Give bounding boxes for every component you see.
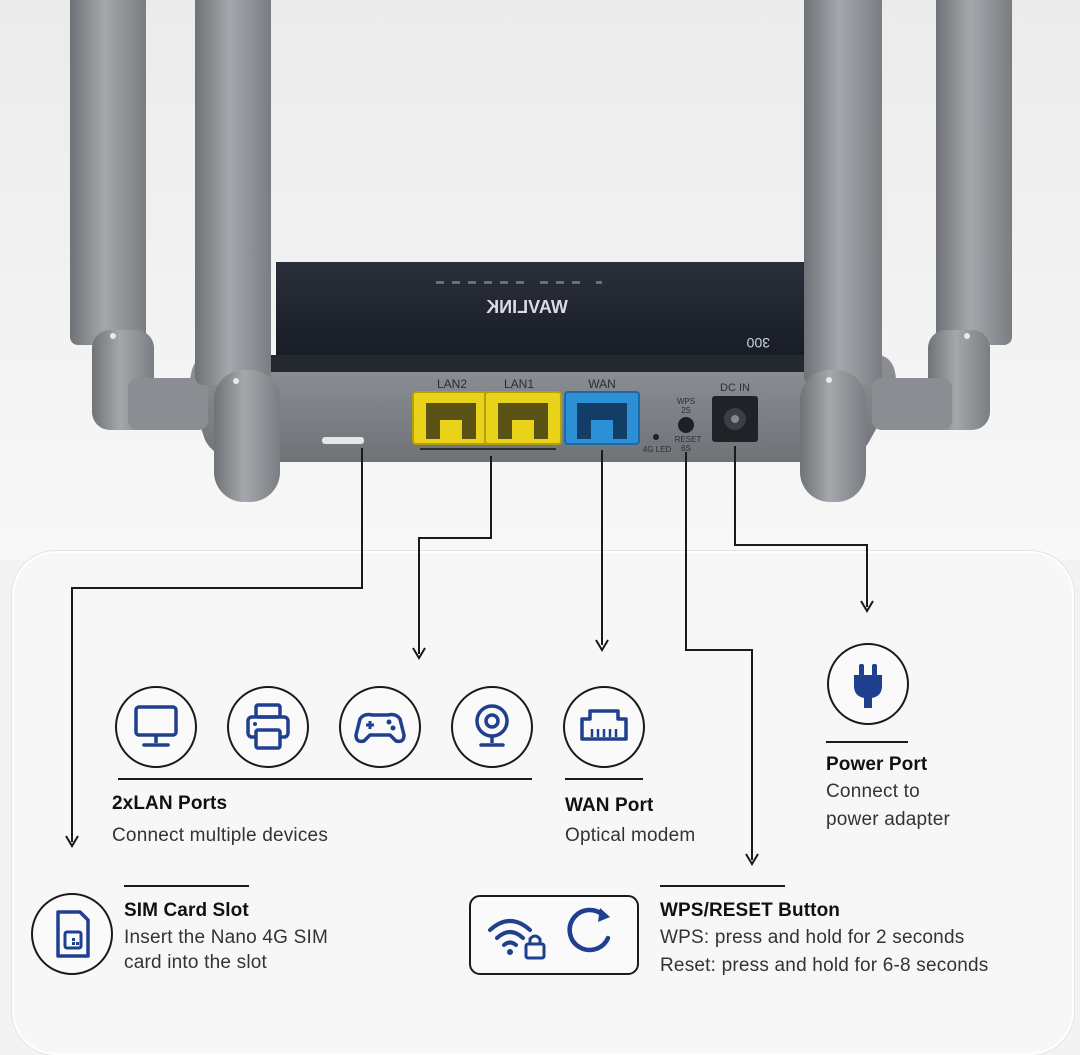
lan2-port <box>412 391 490 445</box>
antenna-left-inner <box>195 0 280 502</box>
gamepad-icon <box>339 686 421 768</box>
wps-icon-box <box>469 895 639 975</box>
sim-desc-line1: Insert the Nano 4G SIM <box>124 927 328 948</box>
dc-in-label: DC IN <box>720 382 750 394</box>
router-brand: WAVLINK <box>486 297 568 317</box>
power-desc-line1: Connect to <box>826 781 920 802</box>
sim-title: SIM Card Slot <box>124 900 249 921</box>
wps-time-label: 2S <box>681 406 691 415</box>
sim-card-slot <box>322 437 364 444</box>
monitor-icon <box>115 686 197 768</box>
webcam-icon <box>451 686 533 768</box>
lan-desc: Connect multiple devices <box>112 825 329 846</box>
wps-desc-line2: Reset: press and hold for 6-8 seconds <box>660 955 989 976</box>
dc-in-port <box>712 396 758 442</box>
lan1-label: LAN1 <box>504 377 534 391</box>
lan-title: 2xLAN Ports <box>112 793 228 814</box>
lan1-port <box>484 391 562 445</box>
wan-title: WAN Port <box>565 795 654 816</box>
wan-desc: Optical modem <box>565 825 696 846</box>
antenna-right-outer <box>872 0 1012 430</box>
wps-title: WPS/RESET Button <box>660 900 840 921</box>
led-label: 4G LED <box>643 445 672 454</box>
reset-time-label: 6S <box>681 444 691 453</box>
reset-arrow-icon <box>567 907 611 953</box>
wifi-lock-icon <box>488 919 532 947</box>
antenna-right-inner <box>800 0 882 502</box>
wps-reset-button <box>678 417 694 433</box>
led-indicator <box>653 434 659 440</box>
model-badge: 300 <box>746 335 770 351</box>
ethernet-port-icon <box>563 686 645 768</box>
reset-label: RESET <box>675 435 702 444</box>
power-title: Power Port <box>826 754 928 775</box>
printer-icon <box>227 686 309 768</box>
wan-label: WAN <box>588 377 616 391</box>
wps-label: WPS <box>677 397 695 406</box>
wps-desc-line1: WPS: press and hold for 2 seconds <box>660 927 965 948</box>
wan-port <box>564 391 640 445</box>
lan2-label: LAN2 <box>437 377 467 391</box>
sim-card-icon <box>31 893 113 975</box>
router-top-case <box>276 262 808 358</box>
antenna-left-outer <box>70 0 208 430</box>
power-desc-line2: power adapter <box>826 809 951 830</box>
sim-desc-line2: card into the slot <box>124 952 268 973</box>
power-plug-icon <box>827 643 909 725</box>
